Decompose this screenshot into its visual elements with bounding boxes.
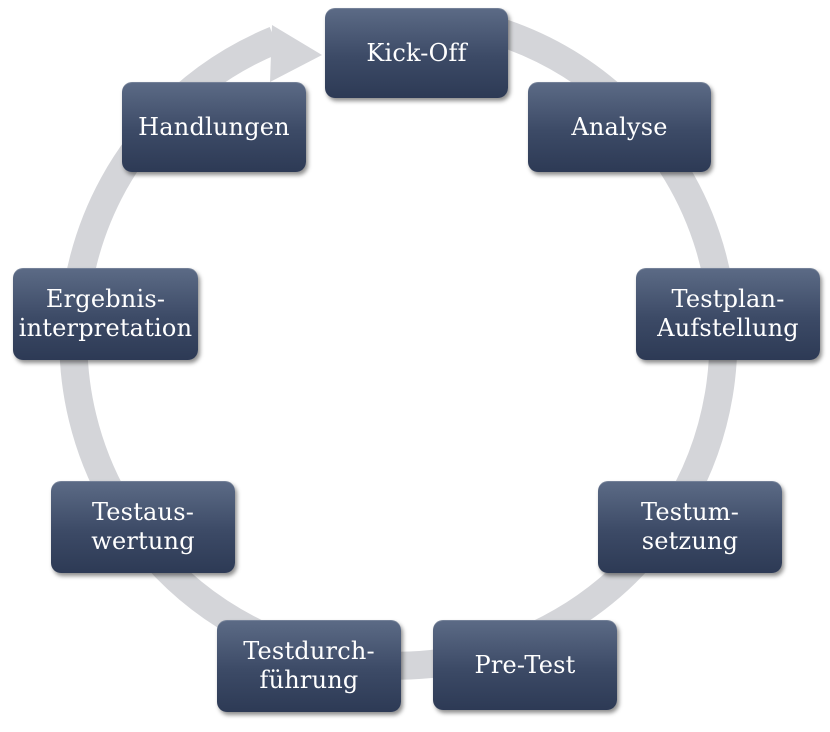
step-testplan-line-2: Aufstellung bbox=[657, 314, 799, 342]
step-handlungen: Handlungen bbox=[122, 82, 306, 172]
step-handlungen-label: Handlungen bbox=[138, 112, 290, 141]
cycle-arrowhead bbox=[270, 25, 322, 82]
step-testplan-aufstellung: Testplan- Aufstellung bbox=[636, 268, 820, 360]
step-testplan-line-1: Testplan- bbox=[671, 285, 785, 313]
step-testauswertung: Testaus- wertung bbox=[51, 481, 235, 573]
step-ergebnisinterpretation-line-2: interpretation bbox=[18, 314, 193, 342]
step-testdurchfuehrung: Testdurch- führung bbox=[217, 620, 401, 712]
step-analyse: Analyse bbox=[528, 82, 711, 172]
step-testdurchfuehrung-line-2: führung bbox=[259, 666, 359, 694]
step-kickoff-label: Kick-Off bbox=[366, 38, 467, 67]
step-testdurchfuehrung-line-1: Testdurch- bbox=[243, 637, 375, 665]
step-pretest-label: Pre-Test bbox=[474, 650, 576, 679]
step-ergebnisinterpretation: Ergebnis- interpretation bbox=[13, 268, 198, 360]
step-testumsetzung-line-2: setzung bbox=[641, 527, 739, 555]
cycle-ring bbox=[59, 18, 738, 680]
step-testumsetzung: Testum- setzung bbox=[598, 481, 782, 573]
step-ergebnisinterpretation-line-1: Ergebnis- bbox=[45, 285, 166, 313]
step-testauswertung-line-2: wertung bbox=[91, 527, 195, 555]
step-analyse-label: Analyse bbox=[571, 112, 668, 141]
step-pretest: Pre-Test bbox=[433, 620, 617, 710]
step-testumsetzung-line-1: Testum- bbox=[640, 498, 740, 526]
step-kickoff: Kick-Off bbox=[325, 8, 508, 98]
step-testauswertung-line-1: Testaus- bbox=[91, 498, 195, 526]
